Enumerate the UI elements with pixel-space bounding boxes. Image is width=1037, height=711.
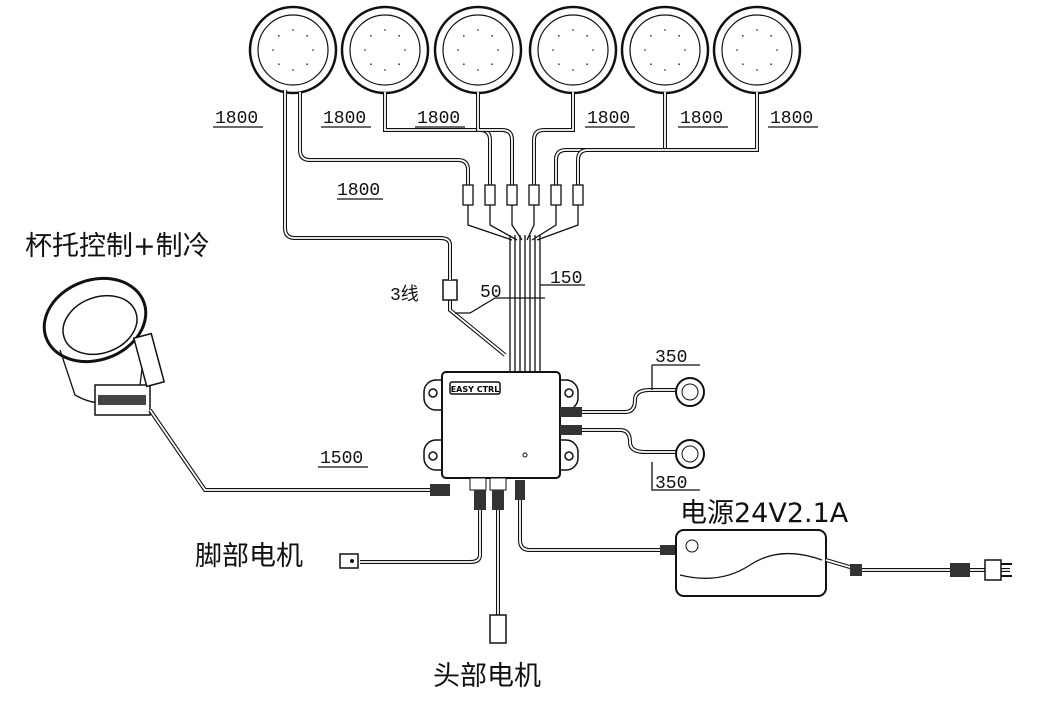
- three-wire-label: 3线: [390, 284, 419, 306]
- head-motor-label: 头部电机: [433, 661, 541, 692]
- power-adapter: [675, 529, 827, 597]
- light-2: [340, 5, 430, 95]
- extension-length: 1800: [337, 181, 380, 201]
- button-1: [675, 377, 705, 407]
- lights-group: [248, 5, 802, 95]
- button-2-length: 350: [655, 474, 687, 494]
- light-4-cable-length: 1800: [587, 109, 630, 129]
- bundle-length: 150: [550, 269, 582, 289]
- light-4: [528, 5, 618, 95]
- cup-holder-length: 1500: [320, 449, 363, 469]
- button-2: [675, 439, 705, 469]
- light-1-cable-length: 1800: [215, 109, 258, 129]
- light-6-cable-length: 1800: [770, 109, 813, 129]
- light-2-cable-length: 1800: [323, 109, 366, 129]
- light-wires: [298, 92, 759, 241]
- light-3: [433, 5, 523, 95]
- light-3-cable-length: 1800: [417, 109, 460, 129]
- cup-holder-illustration: [42, 276, 166, 416]
- controller-label: EASY CTRL: [451, 385, 500, 394]
- light-5: [620, 5, 710, 95]
- three-wire-length: 50: [480, 283, 502, 303]
- button-1-length: 350: [655, 348, 687, 368]
- controller-box: EASY CTRL: [423, 371, 579, 491]
- title: 杯托控制+制冷: [25, 231, 210, 262]
- light-1: [248, 5, 338, 95]
- light-6: [712, 5, 802, 95]
- power-supply-label: 电源24V2.1A: [680, 498, 849, 529]
- light-5-cable-length: 1800: [680, 109, 723, 129]
- foot-motor-label: 脚部电机: [195, 541, 303, 572]
